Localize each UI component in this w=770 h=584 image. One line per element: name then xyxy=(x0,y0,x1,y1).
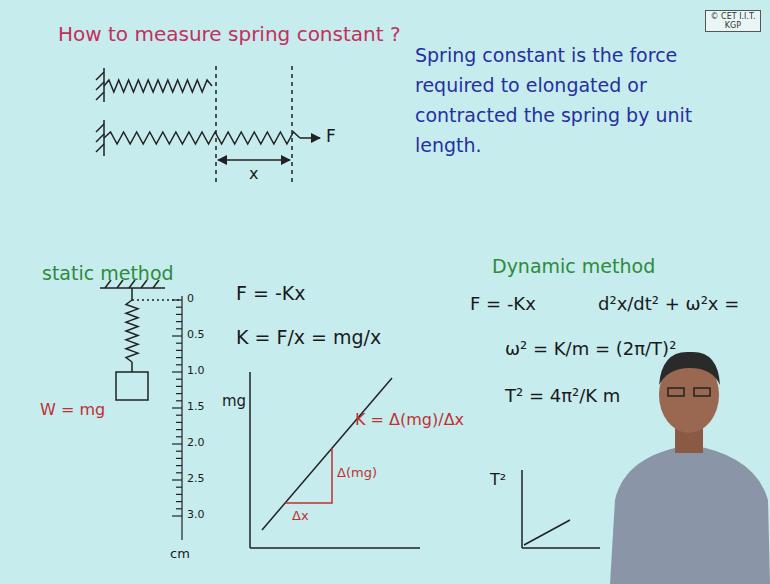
lecturer-figure xyxy=(610,445,770,584)
scale-number: 0.5 xyxy=(187,328,205,341)
scale-tick xyxy=(176,472,182,473)
scale-tick xyxy=(176,465,182,466)
horizontal-springs xyxy=(96,124,104,152)
horizontal-springs xyxy=(96,66,320,186)
watermark-box: © CET I.I.T. KGP xyxy=(705,10,761,32)
scale-tick xyxy=(176,386,182,387)
hanging-spring xyxy=(116,372,148,400)
force-extension-graph xyxy=(250,547,420,549)
horizontal-springs xyxy=(218,159,290,161)
horizontal-springs xyxy=(291,66,293,186)
scale-tick xyxy=(176,458,182,459)
scale-number: 0 xyxy=(187,292,194,305)
equation: K = F/x = mg/x xyxy=(236,326,381,349)
equation: K = Δ(mg)/Δx xyxy=(355,410,464,429)
weight-label: W = mg xyxy=(40,400,105,419)
force-extension-graph xyxy=(285,448,332,503)
section-heading: static method xyxy=(42,262,174,285)
hanging-spring xyxy=(131,288,133,300)
period-graph xyxy=(522,470,600,548)
scale-tick xyxy=(176,350,182,351)
scale-tick xyxy=(176,415,182,416)
spring-coil xyxy=(104,132,300,144)
scale-number: 3.0 xyxy=(187,508,205,521)
spring-coil xyxy=(104,80,212,92)
force-extension-graph xyxy=(250,372,420,548)
scale-tick xyxy=(176,422,182,423)
scale-tick xyxy=(176,379,182,380)
extension-label: x xyxy=(249,164,258,183)
delta-label: Δ(mg) xyxy=(337,465,377,481)
watermark-text: © CET I.I.T. KGP xyxy=(709,12,757,30)
definition-text: Spring constant is the force required to… xyxy=(415,40,755,160)
lecturer-figure xyxy=(668,388,684,396)
equation: d²x/dt² + ω²x = xyxy=(598,293,739,315)
measuring-scale xyxy=(172,296,182,540)
scale-number: 2.0 xyxy=(187,436,205,449)
scale-tick xyxy=(176,343,182,344)
axis-label: mg xyxy=(222,392,246,410)
scale-tick xyxy=(172,515,182,516)
scale-tick xyxy=(172,443,182,444)
equation: ω² = K/m = (2π/T)² xyxy=(505,338,676,360)
equation: F = -Kx xyxy=(236,282,306,305)
scale-tick xyxy=(176,501,182,502)
scale-tick xyxy=(176,436,182,437)
axis-label: T² xyxy=(490,470,506,489)
spring-coil xyxy=(126,300,138,362)
equation: T² = 4π²/K m xyxy=(505,385,620,407)
scale-tick xyxy=(172,335,182,336)
unit-label: cm xyxy=(170,546,190,562)
scale-tick xyxy=(176,328,182,329)
scale-tick xyxy=(176,393,182,394)
scale-number: 1.5 xyxy=(187,400,205,413)
scale-tick xyxy=(176,357,182,358)
scale-tick xyxy=(176,451,182,452)
scale-number: 1.0 xyxy=(187,364,205,377)
scale-tick xyxy=(176,487,182,488)
hanging-spring xyxy=(131,362,133,372)
lecturer-figure xyxy=(694,388,710,396)
period-graph xyxy=(524,520,570,545)
measuring-scale xyxy=(181,296,182,540)
slide-title: How to measure spring constant ? xyxy=(58,22,401,46)
scale-tick xyxy=(176,364,182,365)
horizontal-springs xyxy=(300,137,320,139)
force-extension-graph xyxy=(249,372,251,548)
horizontal-springs xyxy=(96,72,104,100)
scale-tick xyxy=(176,321,182,322)
scale-tick xyxy=(172,299,182,300)
lecturer-figure xyxy=(610,352,770,584)
scale-tick xyxy=(176,508,182,509)
scale-number: 2.5 xyxy=(187,472,205,485)
scale-tick xyxy=(176,400,182,401)
force-label: F xyxy=(326,126,336,146)
period-graph xyxy=(521,470,523,548)
delta-label: Δx xyxy=(292,508,309,524)
horizontal-springs xyxy=(215,66,217,186)
scale-tick xyxy=(176,307,182,308)
scale-tick xyxy=(176,494,182,495)
scale-tick xyxy=(172,371,182,372)
period-graph xyxy=(522,547,600,549)
section-heading: Dynamic method xyxy=(492,255,655,278)
equation: F = -Kx xyxy=(470,293,536,315)
hanging-spring xyxy=(100,280,180,400)
scale-tick xyxy=(176,429,182,430)
force-extension-graph xyxy=(262,378,392,530)
scale-tick xyxy=(172,407,182,408)
scale-tick xyxy=(172,479,182,480)
scale-tick xyxy=(176,314,182,315)
